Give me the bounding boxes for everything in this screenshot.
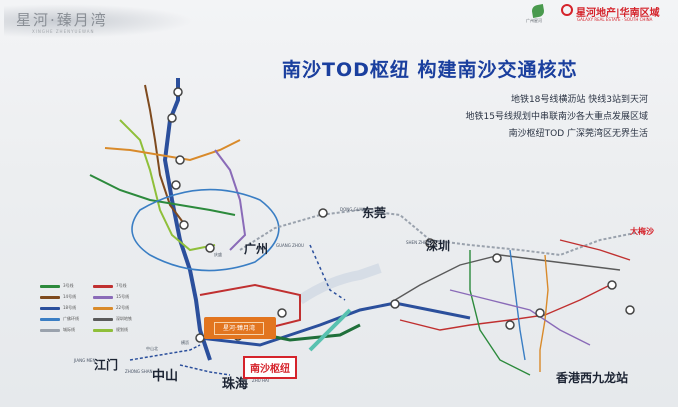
legend-label: 规划线: [116, 327, 128, 332]
station-hengli: 横沥: [181, 340, 189, 345]
legend-label: 3号线: [63, 283, 74, 288]
city-guangzhou-pinyin: GUANG ZHOU: [276, 243, 304, 248]
legend-label: 7号线: [116, 283, 127, 288]
city-zhuhai-pinyin: ZHU HAI: [252, 378, 269, 383]
sz-line-7: [559, 239, 631, 261]
legend-item: 3号线: [40, 283, 87, 289]
selling-points: 地铁18号线横沥站 快线3站到天河 地铁15号线规划中串联南沙各大重点发展区域 …: [466, 92, 648, 143]
brand-subtitle: XINGHE ZHENYUEWAN: [32, 29, 95, 34]
map-legend: 3号线 7号线 14号线 15号线 18号线 22号线 广佛环线 深圳地铁 城际…: [40, 283, 140, 338]
line-18-extension: [199, 301, 471, 347]
city-zhuhai: 珠海: [222, 377, 249, 392]
legend-swatch: [40, 317, 60, 321]
headline: 南沙TOD枢纽 构建南沙交通核芯: [282, 59, 578, 81]
developer-logo-subtext: GALAXY REAL ESTATE · SOUTH CHINA: [577, 17, 653, 22]
legend-swatch: [40, 306, 60, 310]
water-area: [297, 263, 382, 305]
legend-label: 18号线: [63, 305, 77, 310]
legend-label: 城际线: [63, 327, 75, 332]
teal-line: [308, 308, 352, 352]
line-15-north: [214, 149, 247, 251]
nansha-hub-badge: 南沙枢纽: [243, 356, 297, 379]
legend-label: 22号线: [116, 305, 130, 310]
city-jiangmen-pinyin: JIANG MEN: [74, 358, 96, 363]
legend-row: 18号线 22号线: [40, 305, 140, 311]
legend-swatch: [93, 284, 113, 288]
legend-label: 深圳地铁: [116, 316, 132, 321]
developer-small-label: 广州星河: [526, 18, 542, 23]
dameisha-label: 大梅沙: [630, 227, 654, 236]
jiangmen-link: [129, 344, 201, 361]
hk-west-kowloon-station: 香港西九龙站: [556, 371, 629, 385]
legend-swatch: [40, 284, 60, 288]
legend-row: 14号线 15号线: [40, 294, 140, 300]
selling-point: 地铁15号线规划中串联南沙各大重点发展区域: [465, 112, 648, 122]
legend-item: 22号线: [93, 305, 140, 311]
station-qingsheng: 庆盛: [214, 252, 222, 257]
legend-item: 14号线: [40, 294, 87, 300]
legend-row: 广佛环线 深圳地铁: [40, 316, 140, 322]
legend-item: 城际线: [40, 327, 87, 333]
brand-name: 星河·臻月湾: [16, 11, 108, 29]
legend-swatch: [40, 328, 60, 332]
sz-line-3: [469, 250, 531, 376]
legend-item: 7号线: [93, 283, 140, 289]
legend-swatch: [93, 317, 113, 321]
legend-row: 城际线 规划线: [40, 327, 140, 333]
legend-swatch: [93, 328, 113, 332]
selling-point: 南沙枢纽TOD 广深莞湾区无界生活: [508, 129, 648, 139]
sz-line-4: [509, 249, 526, 361]
sz-line-2: [399, 284, 611, 331]
legend-swatch: [93, 295, 113, 299]
line-7: [199, 283, 301, 331]
selling-point: 地铁18号线横沥站 快线3站到天河: [510, 95, 648, 105]
legend-item: 15号线: [93, 294, 140, 300]
city-dongguan-pinyin: DONG GUAN: [340, 207, 366, 212]
legend-swatch: [40, 295, 60, 299]
guangfo-ring: [131, 188, 280, 272]
city-zhongshan-pinyin: ZHONG SHAN: [125, 369, 153, 374]
city-guangzhou: 广州: [244, 242, 269, 256]
legend-item: 广佛环线: [40, 316, 87, 322]
legend-swatch: [93, 306, 113, 310]
project-name: 星河·臻月湾: [214, 322, 264, 335]
city-dongguan: 东莞: [362, 206, 387, 220]
line-3: [89, 174, 236, 216]
legend-row: 3号线 7号线: [40, 283, 140, 289]
line-22: [104, 139, 241, 162]
station-zhongshan-north: 中山北: [146, 346, 158, 351]
top-band: 星河·臻月湾 XINGHE ZHENYUEWAN 广州星河 星河地产|华南区域 …: [0, 0, 678, 42]
developer-small-logo: 广州星河: [524, 4, 552, 25]
sz-line-6: [449, 289, 591, 346]
legend-label: 15号线: [116, 294, 130, 299]
legend-item: 18号线: [40, 305, 87, 311]
project-location-box: 星河·臻月湾: [204, 317, 276, 339]
zhuhai-link: [179, 364, 231, 376]
line-14: [144, 84, 186, 226]
city-shenzhen: 深圳: [426, 239, 451, 253]
city-zhongshan: 中山: [152, 369, 179, 384]
legend-item: 深圳地铁: [93, 316, 140, 322]
legend-item: 规划线: [93, 327, 140, 333]
galaxy-ring-icon: [561, 4, 573, 16]
legend-label: 广佛环线: [63, 316, 79, 321]
planned-dongguan: [309, 244, 346, 301]
sz-line-1: [394, 254, 621, 301]
city-shenzhen-pinyin: SHEN ZHEN: [406, 240, 430, 245]
line-green: [119, 119, 216, 252]
line-18: [162, 78, 212, 361]
developer-logo-text: 星河地产|华南区域: [576, 8, 660, 19]
brand-brush-mark: [4, 4, 194, 38]
city-jiangmen: 江门: [94, 358, 119, 372]
legend-label: 14号线: [63, 294, 77, 299]
